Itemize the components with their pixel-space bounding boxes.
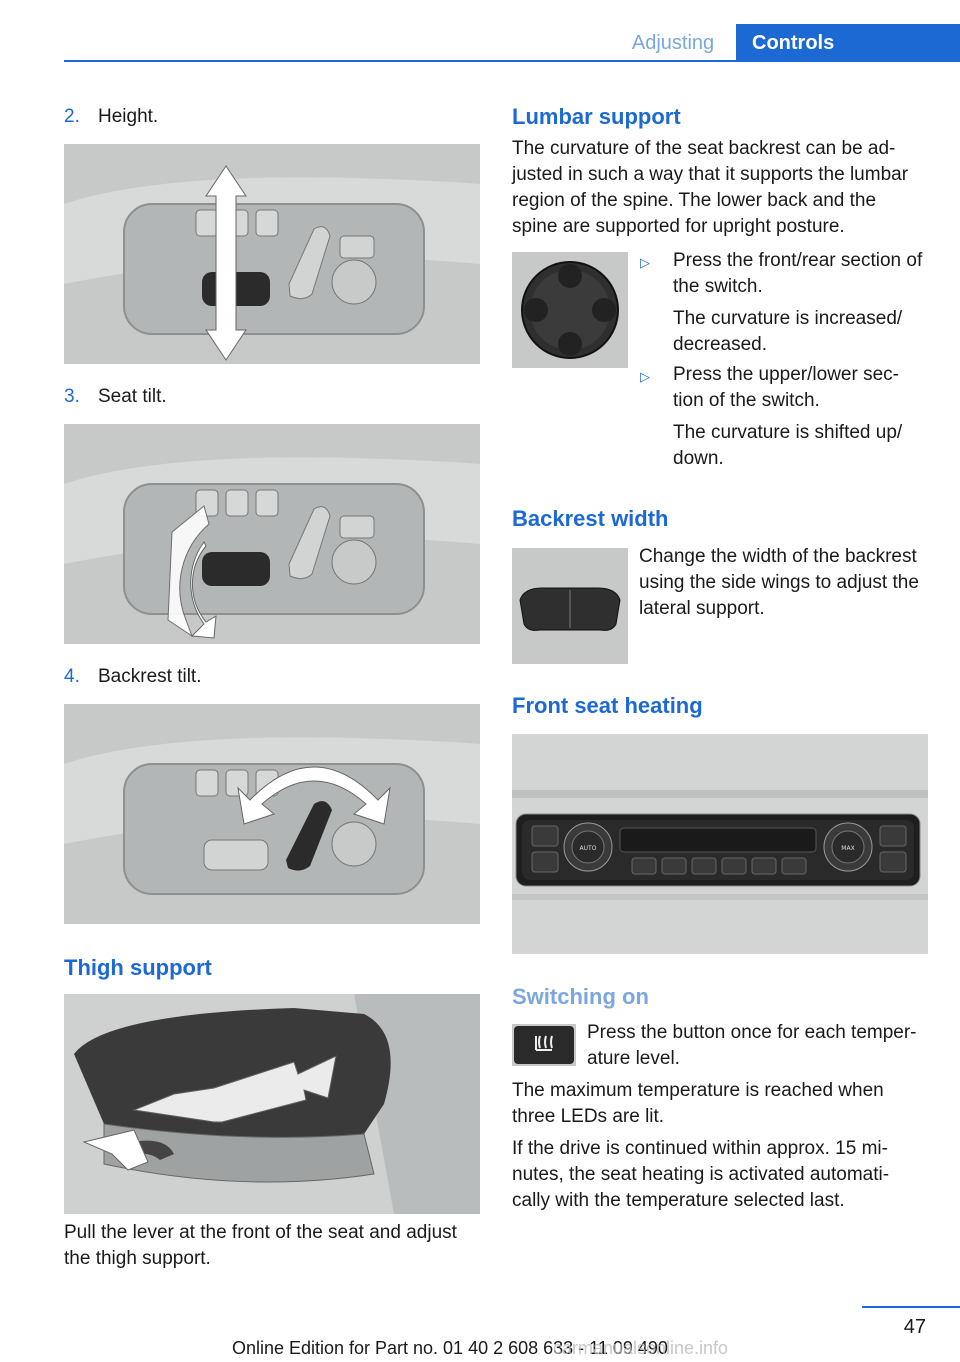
- front-seat-heating-heading: Front seat heating: [512, 693, 703, 718]
- header-chapter-tab: Controls: [736, 24, 960, 60]
- backrest-width-heading: Backrest width: [512, 506, 669, 531]
- footer-edition-text: Online Edition for Part no. 01 40 2 608 …: [231, 1338, 668, 1358]
- lumbar-text-line4: spine are supported for upright posture.: [512, 216, 845, 237]
- list-number-2: 2.: [64, 106, 80, 127]
- seat-tilt-illustration: [64, 424, 480, 644]
- lumbar-text-line2: justed in such a way that it supports th…: [512, 164, 909, 185]
- lumbar-bullet2-line2: tion of the switch.: [673, 390, 820, 411]
- height-label: Height.: [98, 106, 159, 127]
- footer-rule: [862, 1306, 960, 1308]
- svg-text:MAX: MAX: [841, 845, 854, 852]
- seat-heating-button-illustration: [512, 1024, 576, 1066]
- lumbar-bullet1-line1: Press the front/rear section of: [673, 250, 923, 271]
- switching-on-subheading: Switching on: [512, 984, 649, 1009]
- footer-edition: Online Edition for Part no. 01 40 2 608 …: [0, 1338, 960, 1359]
- backrest-tilt-label: Backrest tilt.: [98, 666, 202, 687]
- lumbar-switch-illustration: [512, 252, 628, 368]
- switching-on-text-line2: ature level.: [587, 1048, 680, 1069]
- lumbar-bullet1-result1: The curvature is increased/: [673, 308, 903, 329]
- svg-text:AUTO: AUTO: [580, 845, 597, 852]
- backrest-tilt-illustration: [64, 704, 480, 924]
- lumbar-bullet2-result1: The curvature is shifted up/: [673, 422, 903, 443]
- lumbar-text-line3: region of the spine. The lower back and …: [512, 190, 877, 211]
- list-number-3: 3.: [64, 386, 80, 407]
- thigh-support-illustration: [64, 994, 480, 1214]
- thigh-support-heading: Thigh support: [64, 955, 212, 980]
- list-number-4: 4.: [64, 666, 80, 687]
- backrest-width-switch-illustration: [512, 548, 628, 664]
- auto-reactivate-text-line3: cally with the temperature selected last…: [512, 1190, 845, 1211]
- max-temp-text-line1: The maximum temperature is reached when: [512, 1080, 884, 1101]
- backrest-width-text-line1: Change the width of the backrest: [639, 546, 917, 567]
- max-temp-text-line2: three LEDs are lit.: [512, 1106, 665, 1127]
- lumbar-support-heading: Lumbar support: [512, 104, 681, 129]
- header-section-tab: Adjusting: [631, 32, 715, 54]
- auto-reactivate-text-line2: nutes, the seat heating is activated aut…: [512, 1164, 890, 1185]
- thigh-support-text-line2: the thigh support.: [64, 1248, 211, 1269]
- bullet-triangle-icon: ▷: [640, 369, 650, 384]
- auto-reactivate-text-line1: If the drive is continued within approx.…: [512, 1138, 888, 1159]
- backrest-width-text-line2: using the side wings to adjust the: [639, 572, 919, 593]
- lumbar-bullet2-line1: Press the upper/lower sec-: [673, 364, 899, 385]
- header-rule: [64, 60, 960, 62]
- backrest-width-text-line3: lateral support.: [639, 598, 765, 619]
- climate-panel-illustration: AUTO MAX: [512, 734, 928, 954]
- footer-watermark: carmanualsonline.info: [552, 1338, 729, 1358]
- height-illustration: [64, 144, 480, 364]
- thigh-support-text-line1: Pull the lever at the front of the seat …: [64, 1222, 457, 1243]
- lumbar-bullet2-result2: down.: [673, 448, 724, 469]
- page-number: 47: [903, 1316, 926, 1338]
- lumbar-bullet1-line2: the switch.: [673, 276, 763, 297]
- lumbar-text-line1: The curvature of the seat backrest can b…: [512, 138, 896, 159]
- bullet-triangle-icon: ▷: [640, 255, 650, 270]
- lumbar-bullet1-result2: decreased.: [673, 334, 768, 355]
- seat-tilt-label: Seat tilt.: [98, 386, 167, 407]
- switching-on-text-line1: Press the button once for each temper-: [587, 1022, 917, 1043]
